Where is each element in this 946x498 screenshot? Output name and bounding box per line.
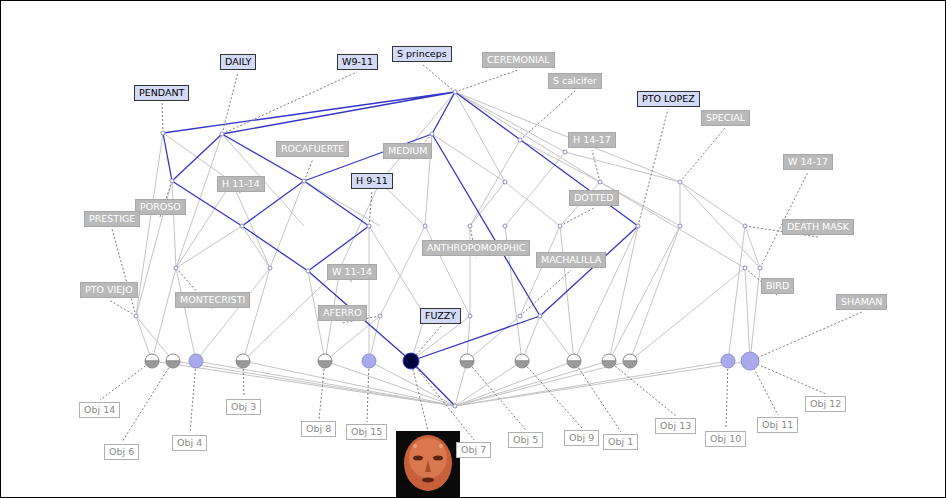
label-text: DEATH MASK: [787, 221, 849, 232]
label-text: Obj 6: [109, 446, 134, 457]
attribute-label: DEATH MASK: [782, 219, 854, 235]
label-text: H 9-11: [356, 175, 388, 186]
object-label: Obj 8: [301, 421, 336, 437]
object-label: Obj 4: [172, 435, 207, 451]
mask-photo: [396, 431, 460, 497]
label-text: AFERRO: [323, 307, 362, 318]
attribute-label: H 9-11: [351, 173, 393, 189]
leader-lines: [100, 64, 862, 442]
attribute-label: S princeps: [392, 46, 452, 62]
attribute-label: BIRD: [761, 278, 794, 294]
object-label: Obj 15: [346, 424, 387, 440]
label-text: S calcifer: [553, 75, 597, 86]
label-text: PTO LOPEZ: [642, 93, 695, 104]
attribute-label: PTO LOPEZ: [637, 91, 700, 107]
label-text: Obj 7: [461, 444, 486, 455]
label-text: Obj 4: [177, 437, 202, 448]
object-label: Obj 6: [104, 444, 139, 460]
object-label: Obj 11: [757, 417, 798, 433]
label-text: PTO VIEJO: [85, 284, 133, 295]
label-text: PENDANT: [139, 87, 184, 98]
label-text: W 14-17: [788, 156, 828, 167]
label-text: Obj 8: [306, 423, 331, 434]
attribute-label: PRESTIGE: [84, 211, 140, 227]
label-text: FUZZY: [425, 310, 456, 321]
label-text: Obj 12: [810, 398, 841, 409]
label-text: ANTHROPOMORPHIC: [427, 242, 525, 253]
label-text: Obj 15: [351, 426, 382, 437]
attribute-label: ANTHROPOMORPHIC: [422, 240, 530, 256]
label-text: Obj 11: [762, 419, 793, 430]
label-text: SHAMAN: [841, 296, 882, 307]
label-text: Obj 13: [660, 420, 691, 431]
label-text: H 14-17: [573, 134, 611, 145]
highlighted-path: [163, 92, 638, 406]
attribute-label: MEDIUM: [383, 143, 432, 159]
label-text: PRESTIGE: [89, 213, 135, 224]
object-label: Obj 10: [705, 431, 746, 447]
label-text: ROCAFUERTE: [281, 143, 344, 154]
label-text: W9-11: [342, 56, 373, 67]
attribute-label: PENDANT: [134, 85, 189, 101]
object-label: Obj 5: [508, 432, 543, 448]
attribute-label: W 14-17: [783, 154, 833, 170]
label-text: SPECIAL: [706, 112, 745, 123]
label-text: H 11-14: [222, 178, 260, 189]
label-text: Obj 14: [84, 404, 115, 415]
object-label: Obj 14: [79, 402, 120, 418]
attribute-label: POROSO: [135, 199, 186, 215]
object-points: [145, 352, 759, 370]
label-text: DAILY: [225, 56, 251, 67]
label-text: MONTECRISTI: [180, 294, 245, 305]
label-text: Obj 5: [513, 434, 538, 445]
label-text: BIRD: [766, 280, 789, 291]
label-text: W 11-14: [332, 266, 372, 277]
object-label: Obj 1: [603, 434, 638, 450]
label-text: Obj 3: [231, 401, 256, 412]
attribute-label: DAILY: [220, 54, 256, 70]
object-label: Obj 12: [805, 396, 846, 412]
attribute-label: DOTTED: [569, 190, 619, 206]
object-label: Obj 13: [655, 418, 696, 434]
object-label: Obj 9: [564, 430, 599, 446]
lattice-lines: [136, 92, 760, 406]
attribute-label: MACHALILLA: [536, 252, 606, 268]
attribute-label: PTO VIEJO: [80, 282, 138, 298]
attribute-label: SPECIAL: [701, 110, 750, 126]
lattice-points: [134, 90, 762, 408]
label-text: Obj 10: [710, 433, 741, 444]
attribute-label: CEREMONIAL: [482, 52, 555, 68]
attribute-label: H 14-17: [568, 132, 616, 148]
attribute-label: W 11-14: [327, 264, 377, 280]
object-label: Obj 3: [226, 399, 261, 415]
label-text: Obj 9: [569, 432, 594, 443]
attribute-label: ROCAFUERTE: [276, 141, 349, 157]
attribute-label: H 11-14: [217, 176, 265, 192]
label-text: CEREMONIAL: [487, 54, 550, 65]
label-text: DOTTED: [574, 192, 614, 203]
object-label: Obj 7: [456, 442, 491, 458]
attribute-label: MONTECRISTI: [175, 292, 250, 308]
label-text: Obj 1: [608, 436, 633, 447]
label-text: MACHALILLA: [541, 254, 601, 265]
label-text: MEDIUM: [388, 145, 427, 156]
label-text: S princeps: [397, 48, 447, 59]
attribute-label: SHAMAN: [836, 294, 887, 310]
attribute-label: FUZZY: [420, 308, 461, 324]
attribute-label: AFERRO: [318, 305, 367, 321]
label-text: POROSO: [140, 201, 181, 212]
attribute-label: S calcifer: [548, 73, 602, 89]
attribute-label: W9-11: [337, 54, 378, 70]
